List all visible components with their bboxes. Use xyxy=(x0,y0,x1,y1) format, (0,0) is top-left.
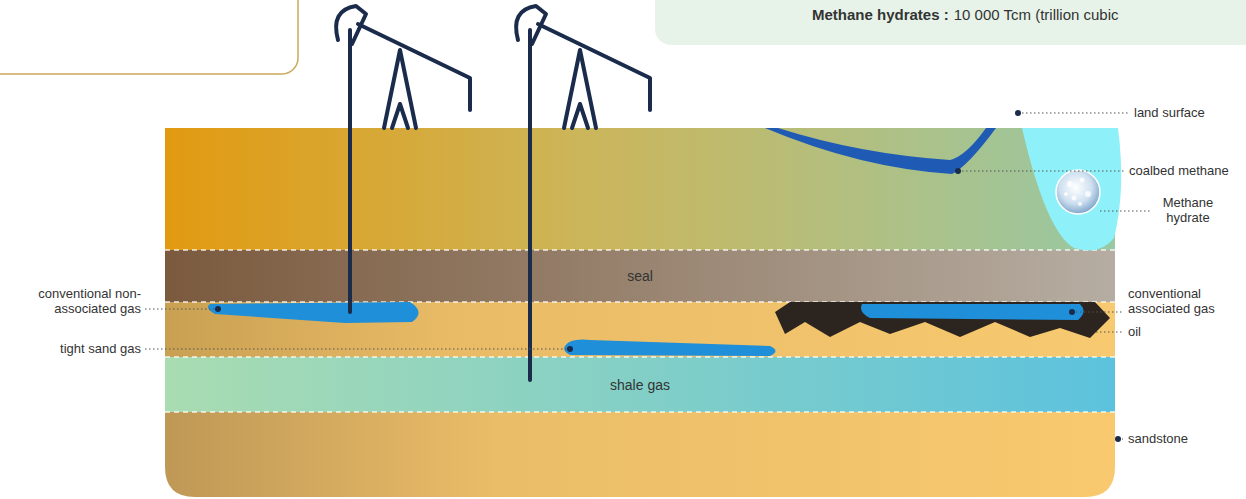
callout-label: oil xyxy=(1128,325,1141,340)
gas-pocket xyxy=(208,302,419,323)
ground-block xyxy=(165,128,1115,499)
callout-label: tight sand gas xyxy=(60,342,141,357)
leader-dot xyxy=(215,110,1121,442)
band-label: shale gas xyxy=(610,377,670,393)
info-panel xyxy=(655,0,1246,45)
callout-label: conventional associated gas xyxy=(1128,287,1236,317)
gas-pocket xyxy=(861,304,1084,320)
info-panel xyxy=(0,0,298,74)
callout-label: land surface xyxy=(1134,106,1205,121)
callout-label: sandstone xyxy=(1128,432,1188,447)
hydrate-zone xyxy=(1022,128,1121,250)
oil-pocket xyxy=(775,302,1110,338)
pump-jack xyxy=(516,6,650,380)
gas-pocket xyxy=(564,340,775,356)
band-label: seal xyxy=(627,268,653,284)
hydrate-texture xyxy=(1064,178,1091,207)
hydrate-icon xyxy=(1056,170,1100,214)
panel-text: 10 000 Tcm (trillion cubic xyxy=(954,6,1119,23)
panel-heading: Methane hydrates : xyxy=(812,6,949,23)
seal-band: seal xyxy=(165,250,1115,302)
callout-label: coalbed methane xyxy=(1129,164,1229,179)
shale-band: shale gas xyxy=(165,357,1115,412)
layer-boundary xyxy=(165,250,1115,412)
leader-line xyxy=(145,113,1152,439)
pump-jack xyxy=(336,6,470,312)
callout-label: Methane hydrate xyxy=(1156,196,1220,226)
coalbed-seam xyxy=(765,128,996,174)
callout-label: conventional non-associated gas xyxy=(11,287,141,317)
